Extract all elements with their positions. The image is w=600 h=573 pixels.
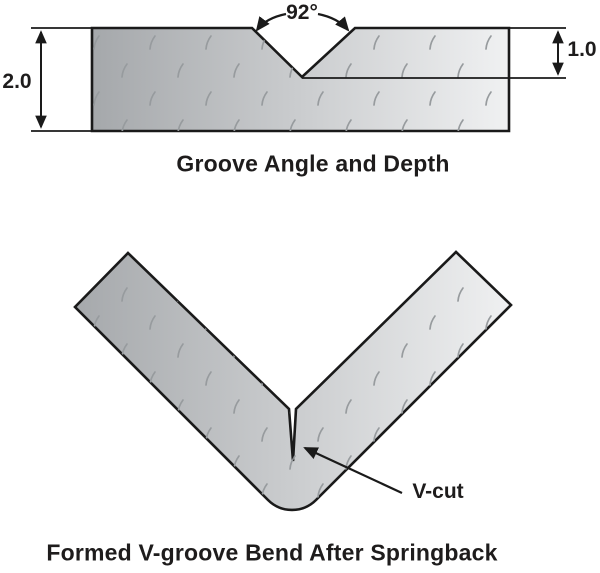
groove-diagram <box>31 12 566 133</box>
thickness-label: 2.0 <box>2 70 32 93</box>
bend-diagram <box>73 250 513 512</box>
depth-label: 1.0 <box>567 38 597 61</box>
groove-caption: Groove Angle and Depth <box>176 150 450 177</box>
angle-leader-right-arrow <box>317 12 350 32</box>
groove-hatch-texture <box>92 28 509 131</box>
angle-label: 92° <box>286 1 318 24</box>
bend-caption: Formed V-groove Bend After Springback <box>46 539 498 566</box>
vcut-leader-arrow <box>303 447 403 494</box>
bend-hatch-texture <box>75 252 511 510</box>
angle-leader-left-arrow <box>255 12 287 32</box>
vcut-label: V-cut <box>412 480 464 503</box>
